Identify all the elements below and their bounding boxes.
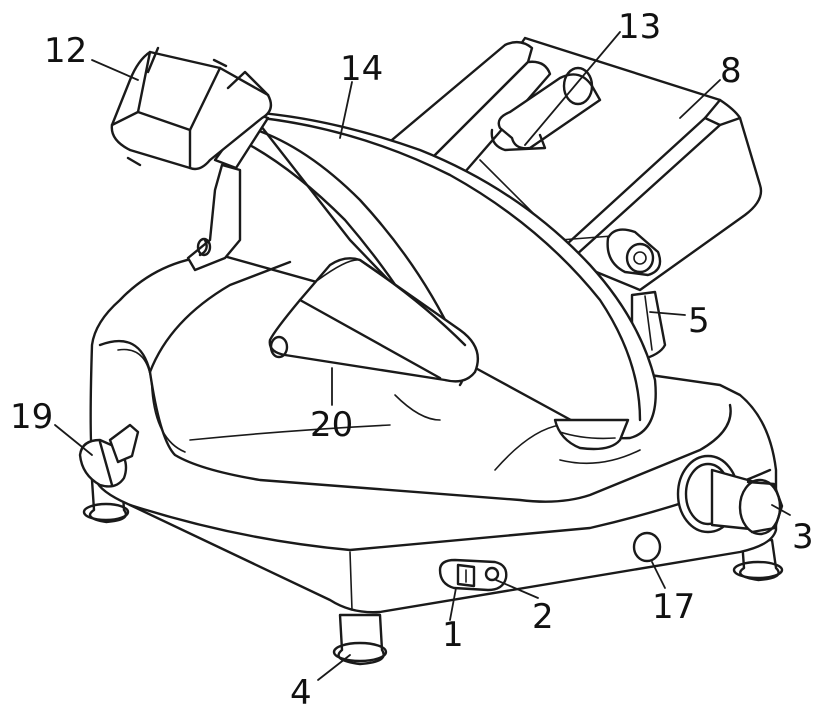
indicator-light: [632, 531, 662, 563]
label-17: 17: [652, 587, 695, 627]
side-lever: [78, 423, 140, 488]
label-3: 3: [792, 517, 814, 557]
leader-lines: [54, 31, 791, 681]
leader-5: [649, 311, 686, 316]
leader-19: [54, 424, 93, 456]
leader-3: [771, 504, 791, 516]
foot-front: [332, 613, 388, 666]
base-housing: [89, 253, 778, 614]
deflector-plate: [268, 257, 480, 383]
label-13: 13: [618, 7, 661, 47]
leader-17: [651, 561, 666, 589]
leader-14: [339, 81, 353, 139]
leader-4: [317, 654, 351, 681]
part-labels: 12 14 13 8 5 20 19 3 1 2 17 4: [10, 7, 814, 710]
leader-2: [495, 579, 539, 599]
leader-13: [524, 31, 621, 146]
power-switch: [438, 558, 508, 592]
label-14: 14: [340, 49, 383, 89]
label-5: 5: [688, 301, 710, 341]
label-8: 8: [720, 51, 742, 91]
leader-1: [449, 587, 457, 621]
label-2: 2: [532, 597, 554, 637]
carriage-knob: [606, 228, 662, 277]
label-20: 20: [310, 405, 353, 445]
leader-8: [679, 79, 721, 119]
pusher-rail: [378, 40, 626, 246]
sharpener-head: [110, 46, 273, 171]
label-1: 1: [442, 615, 464, 655]
label-4: 4: [290, 673, 312, 710]
thickness-knob: [676, 454, 784, 536]
label-19: 19: [10, 397, 53, 437]
label-12: 12: [44, 31, 87, 71]
leader-12: [91, 59, 139, 81]
blade-guard: [228, 110, 657, 451]
